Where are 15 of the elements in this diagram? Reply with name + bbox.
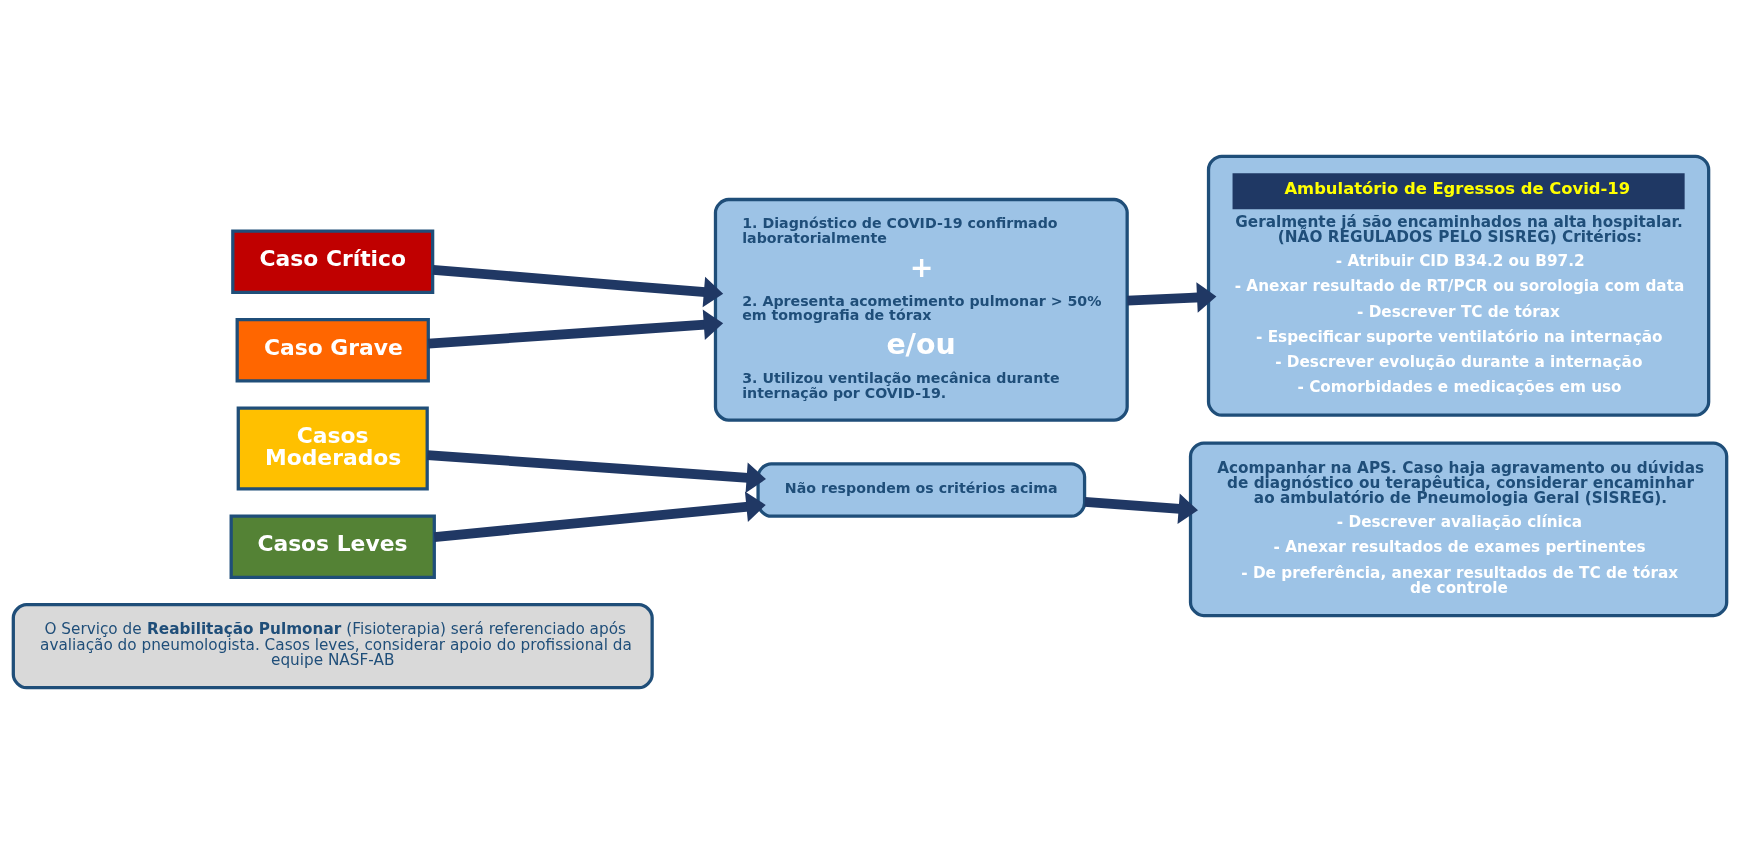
node-box: O Serviço de Reabilitação Pulmonar (Fisioterapia) será referenciado após avaliação do pneumologista. Casos leves, considerar apoio do profissional da equipe NASF-AB	[11, 603, 654, 690]
node-box: Caso Crítico	[231, 229, 435, 294]
arrow	[427, 450, 766, 493]
node-box: Ambulatório de Egressos de Covid-19 Geralmente já são encaminhados na alta hospitalar. (NÃO REGULADOS PELO SISREG) Critérios: - Atribuir CID B34.2 ou B97.2 - Anexar resultado de RT/PCR ou sorologia com data - Descrever TC de tórax - Especificar suporte ventilatório na internação - Descrever evolução durante a internação - Comorbidades e medicações em uso	[1206, 154, 1711, 417]
node-box: Casos Moderados	[236, 406, 429, 491]
node-box: 1. Diagnóstico de COVID-19 confirmado laboratorialmente + 2. Apresenta acometimento pulmonar > 50% em tomografia de tórax e/ou 3. Utilizou ventilação mecânica durante internação por COVID-19.	[713, 197, 1129, 422]
arrow	[1084, 493, 1198, 525]
node-box: Acompanhar na APS. Caso haja agravamento ou dúvidas de diagnóstico ou terapêutica, considerar encaminhar ao ambulatório de Pneumologia Geral (SISREG). - Descrever avaliação clínica - Anexar resultados de exames pertinentes - De preferência, anexar resultados de TC de tórax de controle	[1188, 441, 1729, 618]
arrow	[1127, 282, 1217, 313]
arrow	[433, 491, 766, 542]
node-box: Casos Leves	[229, 514, 436, 579]
node-box: Não respondem os critérios acima	[756, 462, 1087, 518]
arrow	[428, 309, 724, 349]
node-box: Caso Grave	[235, 318, 430, 383]
arrow	[432, 264, 724, 308]
